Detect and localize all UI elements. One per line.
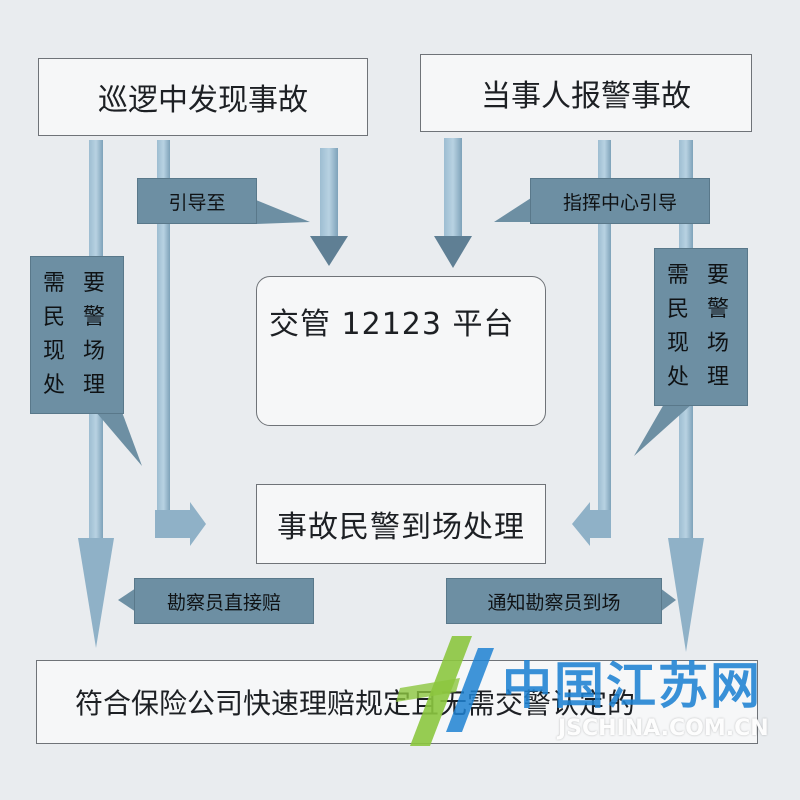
need-left-char: 要 <box>83 271 106 296</box>
direct-compensation-callout: 勘察员直接赔 <box>134 578 314 624</box>
notify-surveyor-callout: 通知勘察员到场 <box>446 578 662 624</box>
need-left-char: 场 <box>83 339 106 364</box>
callout-tail-direct <box>118 588 136 612</box>
arrow-report-to-platform <box>434 138 472 268</box>
bottom-condition-box: 符合保险公司快速理赔规定且无需交警认定的 <box>36 660 758 744</box>
callout-tail-notify <box>660 588 676 612</box>
party-report-box: 当事人报警事故 <box>420 54 752 132</box>
need-right-char: 需 <box>667 263 690 288</box>
platform-box: 交管 12123 平台 <box>256 276 546 426</box>
callout-tail-guide-left <box>256 200 310 224</box>
callout-tail-guide-right <box>494 198 531 222</box>
police-scene-box: 事故民警到场处理 <box>256 484 546 564</box>
need-right-char: 理 <box>707 365 730 390</box>
callout-tail-need-left <box>96 412 142 466</box>
callout-tail-need-right <box>634 404 692 456</box>
guide-to-callout: 引导至 <box>137 178 257 224</box>
need-right-char: 处 <box>667 365 690 390</box>
need-left-char: 理 <box>83 373 106 398</box>
need-right-char: 警 <box>707 297 730 322</box>
need-left-char: 处 <box>43 373 66 398</box>
need-right-char: 现 <box>667 331 690 356</box>
need-left-char: 现 <box>43 339 66 364</box>
need-left-char: 民 <box>43 305 66 330</box>
need-left-char: 警 <box>83 305 106 330</box>
arrow-right-inner <box>572 140 611 546</box>
need-police-left-callout: 需 民 现 处 要 警 场 理 <box>30 256 124 414</box>
need-right-char: 场 <box>707 331 730 356</box>
command-guide-callout: 指挥中心引导 <box>530 178 710 224</box>
need-right-char: 民 <box>667 297 690 322</box>
patrol-found-box: 巡逻中发现事故 <box>38 58 368 136</box>
need-police-right-callout: 需 民 现 处 要 警 场 理 <box>654 248 748 406</box>
arrow-left-inner <box>155 140 206 546</box>
arrow-patrol-to-platform <box>310 148 348 266</box>
need-left-char: 需 <box>43 271 66 296</box>
need-right-char: 要 <box>707 263 730 288</box>
